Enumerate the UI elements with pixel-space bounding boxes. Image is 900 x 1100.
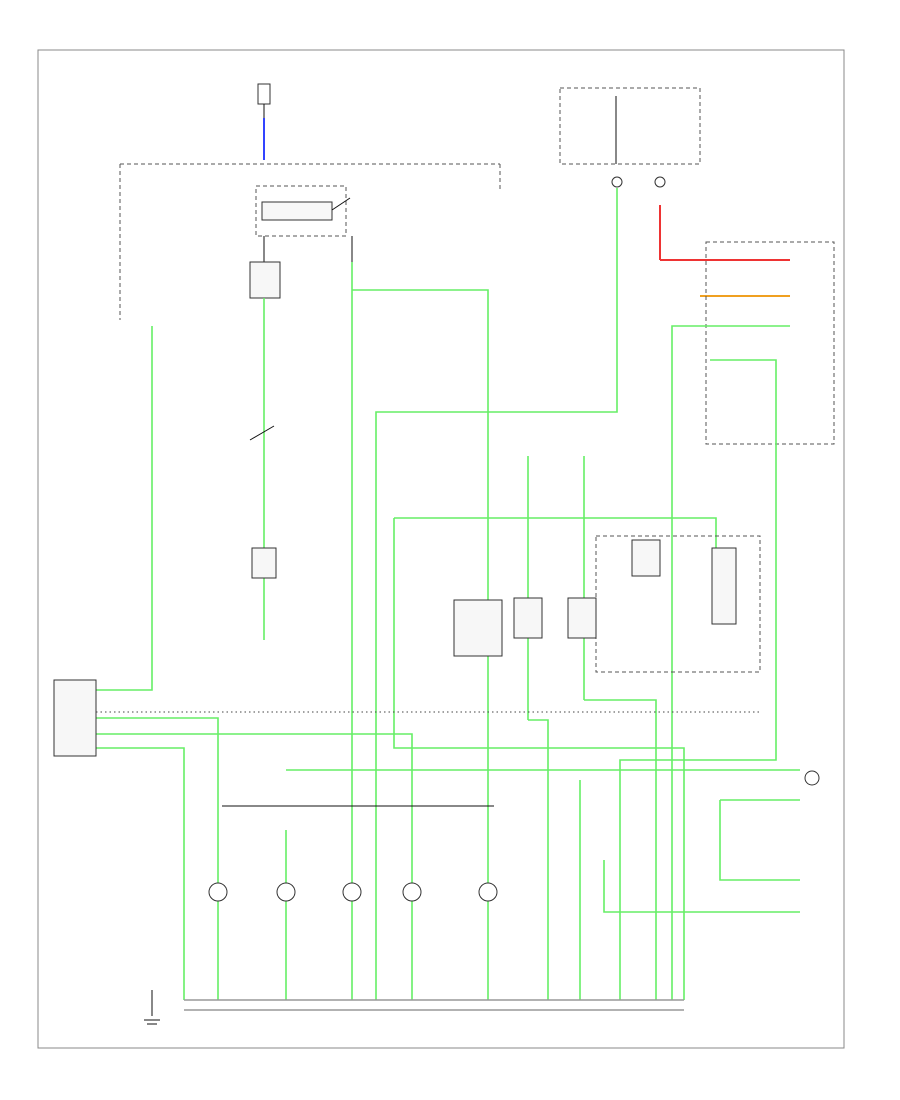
lamp-icon-2 <box>276 882 296 902</box>
relay-coil-icon <box>261 201 333 221</box>
meter-transistor-icon <box>711 547 737 625</box>
relay-terminal-icon-2 <box>654 176 666 188</box>
turn-relay-block <box>255 185 353 262</box>
wire-776 <box>619 359 777 1000</box>
switch-contact-icon <box>249 425 275 441</box>
flasher-module-icon <box>249 261 281 299</box>
sensor-icon-3 <box>567 597 597 639</box>
wire-connector-1 <box>96 717 219 1000</box>
lamp-icon-3 <box>342 882 362 902</box>
turn-signal-switch <box>249 425 277 579</box>
right-connector-panel <box>705 241 835 445</box>
fuse-block-top <box>257 83 271 160</box>
right-panel-outline <box>705 241 835 445</box>
switch-terminal-icon <box>804 770 820 786</box>
diagram-frame <box>37 49 845 1049</box>
fuse-icon <box>257 83 271 105</box>
wire-880 <box>719 800 800 881</box>
wire-617 <box>375 188 618 1000</box>
ground-bus <box>144 990 684 1025</box>
wire-left-main <box>96 326 153 691</box>
wire-connector-3 <box>96 747 185 1000</box>
wire-meter-left <box>393 518 685 1000</box>
lamp-icon-5 <box>478 882 498 902</box>
wire-meter-top <box>394 517 717 610</box>
wire-548 <box>528 719 549 1000</box>
relay-terminal-icon-1 <box>611 176 623 188</box>
meter-indicator-icon <box>631 539 661 577</box>
wire-672 <box>671 325 790 1000</box>
wire-656 <box>584 699 657 1000</box>
relay-outline <box>255 185 347 237</box>
hazard-switch-icon <box>251 547 277 579</box>
connector-left-icon <box>53 679 97 757</box>
lamp-icon-4 <box>402 882 422 902</box>
green-wire-network <box>96 188 800 1000</box>
relay-box-outline <box>559 87 701 165</box>
wire-connector-2 <box>96 733 413 1000</box>
lamp-icon-1 <box>208 882 228 902</box>
wire-488 <box>352 289 489 1000</box>
combination-meter <box>453 535 761 673</box>
wire-912 <box>603 860 800 913</box>
relay-box-right <box>559 87 790 297</box>
sensor-icon-2 <box>513 597 543 639</box>
lamp-row <box>208 882 498 902</box>
sensor-icon-1 <box>453 599 503 657</box>
relay-switch-contact <box>331 197 351 211</box>
